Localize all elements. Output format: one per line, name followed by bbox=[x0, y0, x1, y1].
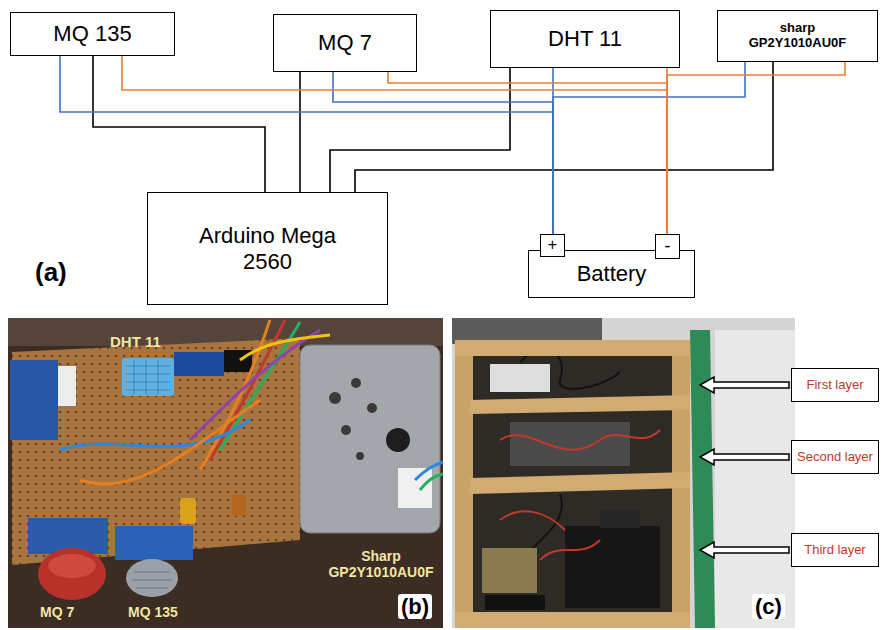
part-name: DHT 11 bbox=[110, 333, 161, 350]
node-text: MQ 7 bbox=[318, 30, 372, 55]
capacitor bbox=[180, 498, 196, 524]
wood-shelf bbox=[470, 472, 690, 494]
panel-letter: (c) bbox=[752, 594, 785, 619]
wall bbox=[715, 330, 795, 628]
dht-board bbox=[174, 352, 224, 376]
part-name: MQ 135 bbox=[128, 604, 178, 620]
dht-sensor bbox=[122, 358, 174, 396]
sensor-hole bbox=[356, 452, 364, 460]
panel-letter: (b) bbox=[398, 594, 432, 619]
node-text: Second layer bbox=[797, 450, 873, 465]
wire-connector bbox=[330, 68, 510, 192]
circuit-board bbox=[490, 364, 550, 392]
mq7-top bbox=[48, 554, 96, 578]
wire bbox=[500, 511, 600, 560]
terminal-box: - bbox=[655, 234, 680, 259]
sensor-box: MQ 7 bbox=[273, 14, 417, 72]
wire-connector bbox=[355, 62, 773, 192]
part-name: Sharp GP2Y1010AU0F bbox=[322, 548, 440, 580]
callout-box: Third layer bbox=[791, 533, 879, 567]
sensor-module bbox=[10, 360, 58, 440]
wire-connector bbox=[93, 56, 265, 192]
part-name: MQ 7 bbox=[40, 604, 74, 620]
sensor-hole bbox=[341, 425, 351, 435]
dust-sensor bbox=[300, 345, 440, 533]
photo-ground bbox=[8, 318, 443, 628]
sensor-box: DHT 11 bbox=[490, 10, 680, 68]
wire bbox=[210, 320, 285, 460]
node-text: sharp GP2Y1010AU0F bbox=[743, 21, 853, 51]
node-text: First layer bbox=[806, 378, 863, 393]
photo-ground bbox=[452, 318, 795, 628]
wood-shelf bbox=[455, 612, 690, 628]
wood-shelf bbox=[470, 395, 690, 414]
wires bbox=[60, 320, 443, 490]
wire-connector bbox=[388, 72, 667, 234]
battery-pack bbox=[565, 526, 660, 608]
battery-pack bbox=[600, 510, 640, 528]
pointer-arrows bbox=[700, 377, 789, 558]
green-board bbox=[690, 330, 715, 628]
node-text: - bbox=[665, 236, 671, 257]
wire bbox=[60, 420, 250, 450]
node-text: MQ 135 bbox=[53, 21, 131, 46]
circuit-board bbox=[510, 422, 630, 466]
enclosure-photo bbox=[452, 318, 795, 628]
node-text: Third layer bbox=[804, 543, 865, 558]
node-text: Arduino Mega 2560 bbox=[185, 223, 350, 274]
wire bbox=[190, 330, 320, 440]
sensor-hole bbox=[386, 428, 410, 452]
callout-box: First layer bbox=[791, 368, 879, 402]
panel-letter: (a) bbox=[35, 258, 67, 288]
controller-box: Arduino Mega 2560 bbox=[147, 192, 388, 305]
pointer-arrow bbox=[700, 377, 789, 393]
wire-connector bbox=[667, 62, 845, 234]
mq7-sensor bbox=[38, 548, 106, 600]
mq135-board bbox=[115, 526, 193, 560]
sensor-hole bbox=[351, 378, 361, 388]
wood-shelf bbox=[455, 340, 690, 356]
circuit-board bbox=[485, 595, 545, 610]
wire bbox=[415, 462, 443, 480]
node-text: Battery bbox=[577, 261, 647, 286]
connector bbox=[398, 468, 432, 508]
node-text: + bbox=[548, 236, 557, 254]
transformer bbox=[482, 548, 537, 593]
pointer-arrow bbox=[700, 542, 789, 558]
wire bbox=[500, 430, 660, 450]
mq135-mesh bbox=[132, 572, 172, 588]
sensor-box: sharp GP2Y1010AU0F bbox=[717, 10, 878, 62]
sensor-photo bbox=[8, 318, 443, 628]
mq135-sensor bbox=[126, 559, 178, 597]
wire bbox=[420, 474, 443, 490]
wire-connector bbox=[122, 56, 667, 234]
battery-box: Battery+- bbox=[528, 250, 695, 298]
sensor-box: MQ 135 bbox=[10, 12, 175, 56]
wire bbox=[80, 400, 260, 484]
callout-box: Second layer bbox=[791, 440, 879, 474]
wire bbox=[240, 335, 330, 360]
terminal-box: + bbox=[540, 234, 565, 257]
node-text: DHT 11 bbox=[548, 26, 622, 51]
connector bbox=[58, 366, 76, 406]
sensor-hole bbox=[329, 392, 341, 404]
dht-grille bbox=[126, 360, 170, 394]
wire-connector bbox=[333, 72, 553, 234]
wire-connector bbox=[553, 62, 745, 234]
sensor-hole bbox=[367, 403, 377, 413]
pointer-arrow bbox=[700, 449, 789, 465]
capacitor bbox=[232, 494, 246, 516]
